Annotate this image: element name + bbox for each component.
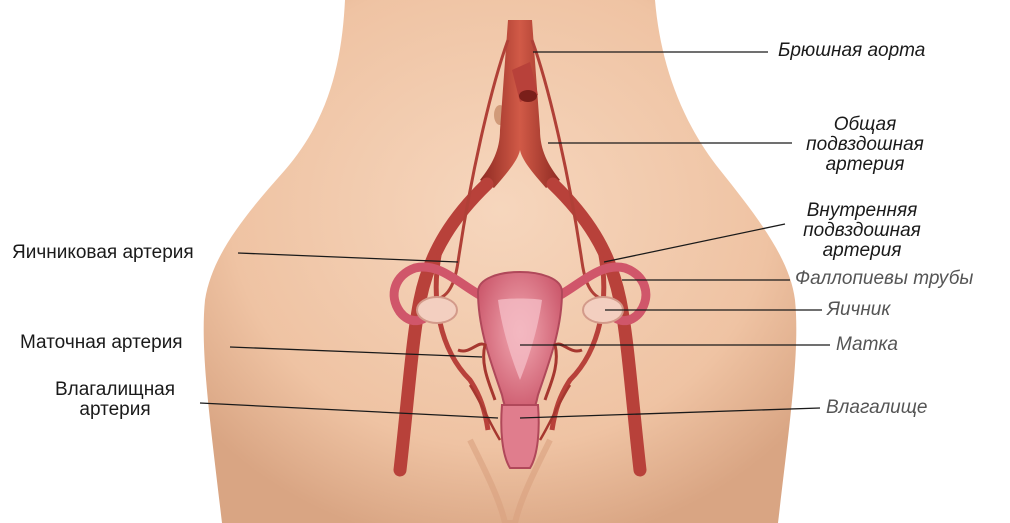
renal-stub-end [519,90,537,102]
label-vaginal-artery: Влагалищная артерия [40,380,190,420]
common-iliac-line-2: подвздошная [795,135,935,155]
internal-iliac-line-1: Внутренняя [792,201,932,221]
label-uterine-artery: Маточная артерия [20,333,183,353]
vaginal-artery-line-1: Влагалищная [40,380,190,400]
vaginal-artery-line-2: артерия [40,400,190,420]
label-uterus: Матка [836,335,898,355]
common-iliac-line-3: артерия [795,155,935,175]
label-vagina: Влагалище [826,398,928,418]
vagina-shape [501,405,538,468]
label-ovarian-artery: Яичниковая артерия [12,243,194,263]
left-ovary [417,297,457,323]
torso-silhouette [204,0,797,523]
label-fallopian-tubes: Фаллопиевы трубы [795,269,973,289]
label-abdominal-aorta: Брюшная аорта [778,41,925,61]
label-common-iliac-artery: Общая подвздошная артерия [795,115,935,175]
internal-iliac-line-3: артерия [792,241,932,261]
common-iliac-line-1: Общая [795,115,935,135]
label-internal-iliac-artery: Внутренняя подвздошная артерия [792,201,932,261]
label-ovary: Яичник [827,300,890,320]
internal-iliac-line-2: подвздошная [792,221,932,241]
